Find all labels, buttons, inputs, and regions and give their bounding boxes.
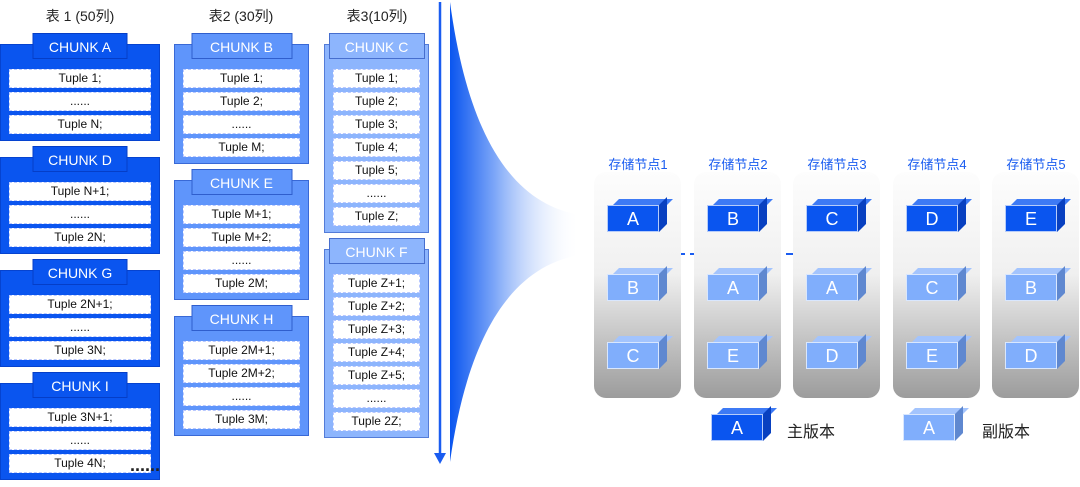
secondary-replica-cube: E bbox=[707, 334, 773, 370]
primary-replica-cube: D bbox=[906, 197, 972, 233]
tuple-row: Tuple 5; bbox=[333, 161, 420, 180]
tuple-row: Tuple 2Z; bbox=[333, 412, 420, 431]
secondary-replica-cube: C bbox=[607, 334, 673, 370]
tuple-row: ...... bbox=[9, 92, 151, 111]
chunk: CHUNK E Tuple M+1; Tuple M+2;...... Tuple 2… bbox=[174, 169, 309, 300]
tuple-row: Tuple M; bbox=[183, 138, 300, 157]
tuple-row: Tuple 1; bbox=[183, 69, 300, 88]
tuple-row: Tuple Z+5; bbox=[333, 366, 420, 385]
table-title: 表3(10列) bbox=[346, 8, 408, 24]
chunk-body: Tuple M+1; Tuple M+2;...... Tuple 2M; bbox=[174, 180, 309, 300]
tuple-row: ...... bbox=[183, 251, 300, 270]
chunk-body: Tuple 3N+1;......Tuple 4N; bbox=[0, 383, 160, 480]
chunk: CHUNK B Tuple 1; Tuple 2;...... Tuple M; bbox=[174, 33, 309, 164]
chunk-body: Tuple N+1;...... Tuple 2N; bbox=[0, 157, 160, 254]
tuple-row: ...... bbox=[9, 431, 151, 450]
tuple-row: Tuple 3N; bbox=[9, 341, 151, 360]
secondary-replica-cube: A bbox=[806, 266, 872, 302]
tuple-row: ...... bbox=[333, 184, 420, 203]
secondary-replica-cube: E bbox=[906, 334, 972, 370]
tuple-row: Tuple 1; bbox=[9, 69, 151, 88]
tuple-row: Tuple 2N+1; bbox=[9, 295, 151, 314]
tuple-row: Tuple 1; bbox=[333, 69, 420, 88]
secondary-replica-cube: B bbox=[1005, 266, 1071, 302]
tuple-row: Tuple Z+1; bbox=[333, 274, 420, 293]
tuple-row: Tuple 3M; bbox=[183, 410, 300, 429]
legend-primary-label: 主版本 bbox=[787, 424, 836, 441]
chunk-header: CHUNK A bbox=[32, 33, 128, 59]
chunk: CHUNK D Tuple N+1;...... Tuple 2N; bbox=[0, 146, 160, 254]
tuple-row: ...... bbox=[183, 387, 300, 406]
secondary-replica-cube: C bbox=[906, 266, 972, 302]
tuple-row: Tuple 2; bbox=[333, 92, 420, 111]
primary-replica-cube: E bbox=[1005, 197, 1071, 233]
tuple-row: Tuple Z; bbox=[333, 207, 420, 226]
tuple-row: Tuple Z+2; bbox=[333, 297, 420, 316]
more-ellipsis: ...... bbox=[130, 455, 161, 475]
chunk-body: Tuple 1; Tuple 2; Tuple 3; Tuple 4; Tuple 5;… bbox=[324, 44, 429, 233]
chunk-header: CHUNK B bbox=[191, 33, 292, 59]
chunk-body: Tuple Z+1; Tuple Z+2; Tuple Z+3; Tuple Z+4;… bbox=[324, 249, 429, 438]
storage-node-label: 存储节点1 bbox=[608, 157, 668, 172]
storage-node-label: 存储节点5 bbox=[1006, 157, 1066, 172]
chunk-body: Tuple 1; Tuple 2;...... Tuple M; bbox=[174, 44, 309, 164]
secondary-replica-cube: D bbox=[806, 334, 872, 370]
primary-replica-cube: C bbox=[806, 197, 872, 233]
chunk-header: CHUNK E bbox=[191, 169, 292, 195]
tuple-row: Tuple 3N+1; bbox=[9, 408, 151, 427]
table-title: 表2 (30列) bbox=[208, 8, 274, 24]
secondary-replica-cube: B bbox=[607, 266, 673, 302]
chunk-header: CHUNK I bbox=[32, 372, 128, 398]
chunk-body: Tuple 1;...... Tuple N; bbox=[0, 44, 160, 141]
legend-replica-cube: A bbox=[903, 406, 969, 442]
secondary-replica-cube: A bbox=[707, 266, 773, 302]
chunk-header: CHUNK G bbox=[32, 259, 128, 285]
secondary-replica-cube: D bbox=[1005, 334, 1071, 370]
funnel-shape bbox=[450, 2, 580, 462]
tuple-row: Tuple 2; bbox=[183, 92, 300, 111]
tuple-row: Tuple 2M+2; bbox=[183, 364, 300, 383]
tuple-row: ...... bbox=[183, 115, 300, 134]
legend-replica-label: 副版本 bbox=[982, 424, 1031, 441]
tuple-row: Tuple Z+3; bbox=[333, 320, 420, 339]
tuple-row: ...... bbox=[9, 205, 151, 224]
tuple-row: Tuple 2N; bbox=[9, 228, 151, 247]
chunk-body: Tuple 2N+1;...... Tuple 3N; bbox=[0, 270, 160, 367]
storage-node-label: 存储节点3 bbox=[807, 157, 867, 172]
chunk-header: CHUNK H bbox=[191, 305, 292, 331]
tuple-row: Tuple 3; bbox=[333, 115, 420, 134]
chunk: CHUNK G Tuple 2N+1;...... Tuple 3N; bbox=[0, 259, 160, 367]
tuple-row: Tuple 4; bbox=[333, 138, 420, 157]
tuple-row: Tuple 2M+1; bbox=[183, 341, 300, 360]
legend-primary-cube: A bbox=[711, 406, 777, 442]
chunk: CHUNK A Tuple 1;...... Tuple N; bbox=[0, 33, 160, 141]
tuple-row: Tuple Z+4; bbox=[333, 343, 420, 362]
tuple-row: Tuple N; bbox=[9, 115, 151, 134]
primary-replica-cube: B bbox=[707, 197, 773, 233]
tuple-row: ...... bbox=[9, 318, 151, 337]
storage-node-label: 存储节点4 bbox=[907, 157, 967, 172]
storage-node-label: 存储节点2 bbox=[708, 157, 768, 172]
table-title: 表 1 (50列) bbox=[45, 8, 115, 24]
tuple-row: Tuple N+1; bbox=[9, 182, 151, 201]
chunk-header: CHUNK C bbox=[328, 33, 425, 59]
tuple-row: Tuple M+2; bbox=[183, 228, 300, 247]
primary-replica-cube: A bbox=[607, 197, 673, 233]
tuple-row: Tuple M+1; bbox=[183, 205, 300, 224]
vertical-arrow-head bbox=[434, 453, 446, 464]
tuple-row: Tuple 2M; bbox=[183, 274, 300, 293]
chunk-header: CHUNK D bbox=[32, 146, 128, 172]
chunk-header: CHUNK F bbox=[328, 238, 425, 264]
chunk-body: Tuple 2M+1; Tuple 2M+2;...... Tuple 3M; bbox=[174, 316, 309, 436]
tuple-row: ...... bbox=[333, 389, 420, 408]
tuple-row: Tuple 4N; bbox=[9, 454, 151, 473]
